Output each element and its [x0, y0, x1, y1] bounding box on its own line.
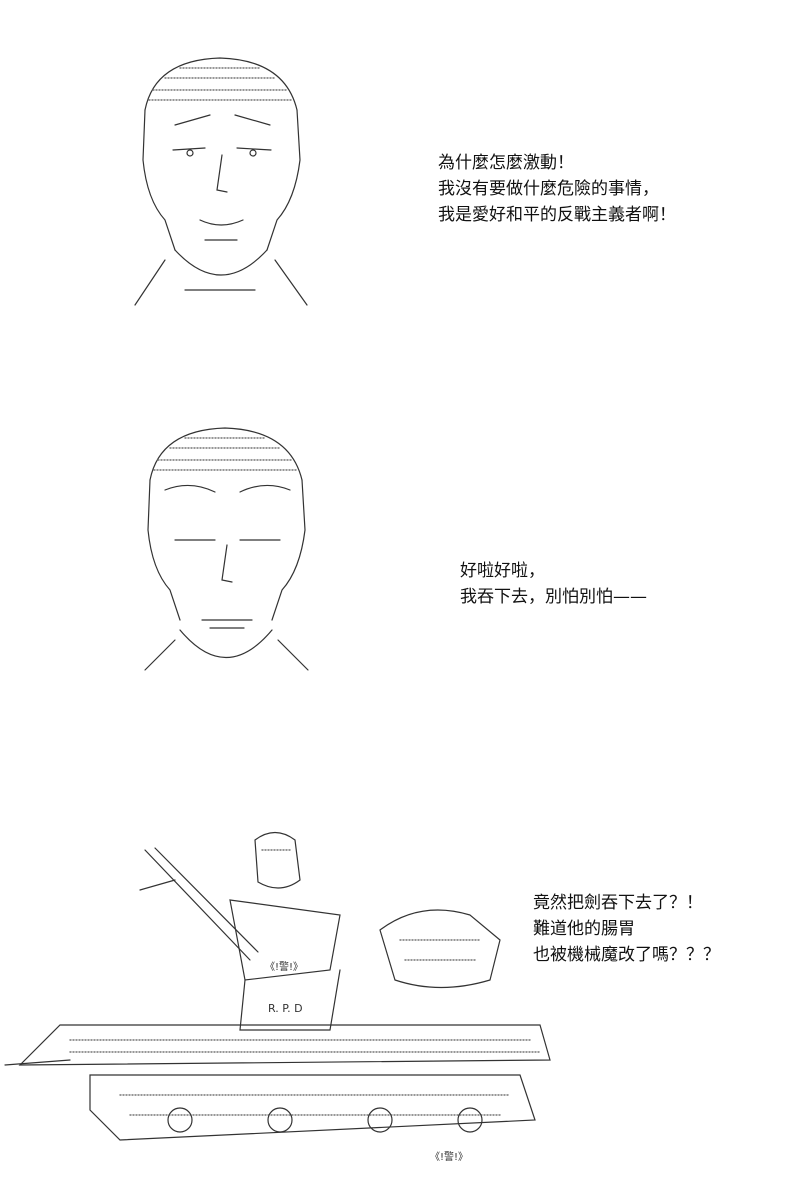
panel-1: 為什麼怎麼激動！ 我沒有要做什麼危險的事情， 我是愛好和平的反戰主義者啊！: [0, 0, 800, 360]
panel-2: 好啦好啦， 我吞下去，別怕別怕——: [0, 400, 800, 700]
caption-line: 好啦好啦，: [460, 561, 545, 581]
caption-line: 為什麼怎麼激動！: [438, 153, 574, 173]
panel-3: 《!警!》 R. P. D 《!警!》 竟然把劍吞下去了？！ 難道他的腸胃 也被…: [0, 810, 800, 1200]
caption-line: 難道他的腸胃: [533, 919, 635, 939]
rpd-label: R. P. D: [268, 1002, 303, 1015]
speech-caption-1: 為什麼怎麼激動！ 我沒有要做什麼危險的事情， 我是愛好和平的反戰主義者啊！: [438, 150, 676, 228]
speech-caption-3: 竟然把劍吞下去了？！ 難道他的腸胃 也被機械魔改了嗎？？？: [533, 890, 720, 968]
chest-badge-label: 《!警!》: [265, 960, 303, 973]
caption-line: 竟然把劍吞下去了？！: [533, 893, 703, 913]
caption-line: 我吞下去，別怕別怕——: [460, 587, 647, 607]
tank-badge-label: 《!警!》: [430, 1150, 468, 1163]
caption-line: 也被機械魔改了嗎？？？: [533, 945, 720, 965]
character-face-surprised: [125, 50, 315, 315]
character-face-calm: [130, 420, 320, 680]
caption-line: 我是愛好和平的反戰主義者啊！: [438, 205, 676, 225]
scene-swallowing-sword: 《!警!》 R. P. D 《!警!》: [0, 820, 560, 1180]
speech-caption-2: 好啦好啦， 我吞下去，別怕別怕——: [460, 558, 647, 610]
caption-line: 我沒有要做什麼危險的事情，: [438, 179, 659, 199]
